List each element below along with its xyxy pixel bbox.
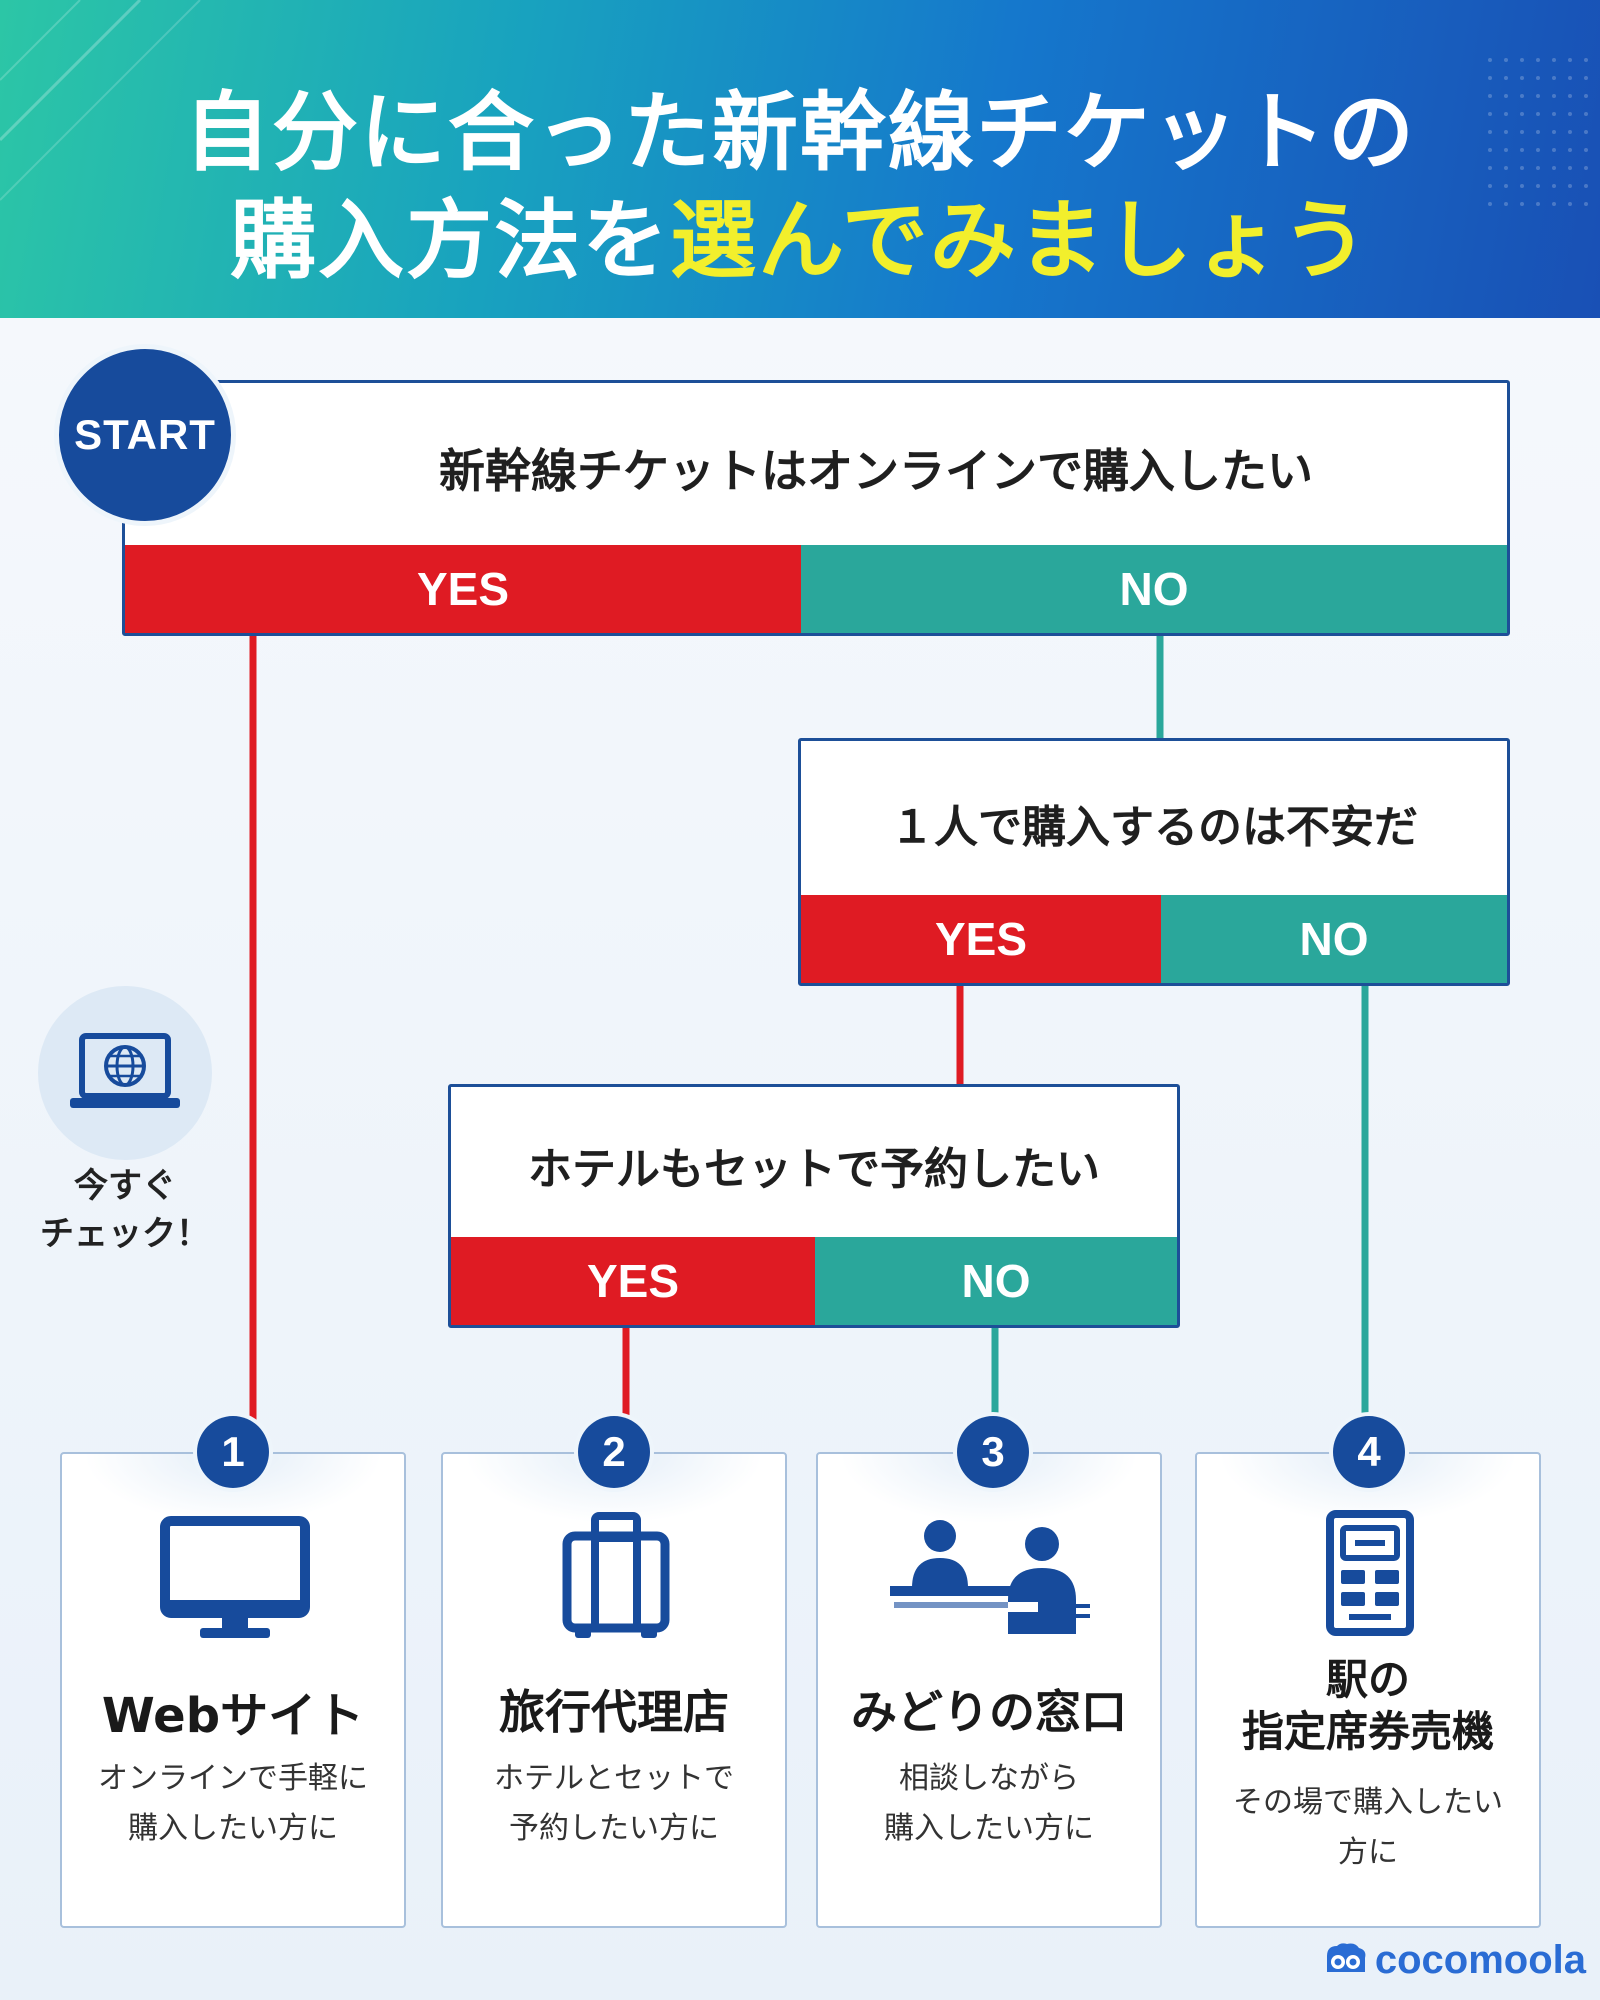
result-title: 旅行代理店 <box>499 1685 729 1739</box>
start-badge: START <box>54 344 236 526</box>
answer-yes[interactable]: YES <box>125 545 801 633</box>
title-highlight: 選んでみましょう <box>670 191 1370 291</box>
result-desc-line1: オンラインで手軽に <box>98 1761 368 1796</box>
page-title-line2: 購入方法を選んでみましょう <box>0 170 1600 295</box>
result-card-midori-counter[interactable]: みどりの窓口 相談しながら 購入したい方に <box>816 1452 1162 1928</box>
result-card-travel-agency[interactable]: 旅行代理店 ホテルとセットで 予約したい方に <box>441 1452 787 1928</box>
question-text: １人で購入するのは不安だ <box>890 802 1418 853</box>
suitcase-icon <box>562 1512 670 1638</box>
result-desc-line2: 購入したい方に <box>128 1811 338 1846</box>
result-desc-line1: ホテルとセットで <box>494 1761 734 1796</box>
monitor-icon <box>160 1516 310 1638</box>
header-banner: 自分に合った新幹線チケットの 購入方法を選んでみましょう <box>0 0 1600 318</box>
answer-no[interactable]: NO <box>801 545 1507 633</box>
question-hotel: ホテルもセットで予約したい YES NO <box>448 1084 1180 1328</box>
question-anxious: １人で購入するのは不安だ YES NO <box>798 738 1510 986</box>
result-desc: その場で購入したい 方に <box>1197 1778 1539 1878</box>
result-card-ticket-machine[interactable]: 駅の 指定席券売機 その場で購入したい 方に <box>1195 1452 1541 1928</box>
result-desc: ホテルとセットで 予約したい方に <box>443 1754 785 1854</box>
result-card-web[interactable]: Webサイト オンラインで手軽に 購入したい方に <box>60 1452 406 1928</box>
result-desc-line2: 購入したい方に <box>884 1811 1094 1846</box>
result-title: 駅の 指定席券売機 <box>1197 1654 1539 1758</box>
brand-name: cocomoola <box>1374 1937 1586 1982</box>
result-desc-line1: その場で購入したい <box>1233 1785 1503 1820</box>
check-now-text: 今すぐ チェック！ <box>20 1162 230 1258</box>
check-icon-bg <box>38 986 212 1160</box>
page-title-line1: 自分に合った新幹線チケットの <box>184 83 1416 183</box>
answer-no[interactable]: NO <box>1161 895 1507 983</box>
answer-yes[interactable]: YES <box>801 895 1161 983</box>
result-desc: 相談しながら 購入したい方に <box>818 1754 1160 1854</box>
answer-yes[interactable]: YES <box>451 1237 815 1325</box>
result-number-badge: 2 <box>578 1416 650 1488</box>
brand-logo[interactable]: cocomoola <box>1321 1938 1586 1982</box>
laptop-globe-icon <box>70 1033 180 1108</box>
result-title: みどりの窓口 <box>851 1685 1127 1739</box>
check-line2: チェック！ <box>40 1214 210 1254</box>
question-text: ホテルもセットで予約したい <box>528 1144 1100 1195</box>
result-desc-line2: 予約したい方に <box>509 1811 719 1846</box>
title-plain: 購入方法を <box>230 191 671 291</box>
result-number-badge: 1 <box>197 1416 269 1488</box>
result-title: Webサイト <box>101 1688 365 1744</box>
result-number-badge: 4 <box>1333 1416 1405 1488</box>
result-title-line2: 指定席券売機 <box>1241 1707 1494 1756</box>
counter-staff-icon <box>890 1520 1090 1634</box>
result-desc-line1: 相談しながら <box>899 1761 1079 1796</box>
ticket-machine-icon <box>1326 1510 1414 1636</box>
header-decoration <box>0 0 1588 206</box>
question-online: 新幹線チケットはオンラインで購入したい YES NO <box>122 380 1510 636</box>
question-text: 新幹線チケットはオンラインで購入したい <box>439 444 1313 498</box>
check-line1: 今すぐ <box>74 1166 176 1206</box>
result-title-line1: 駅の <box>1325 1655 1410 1704</box>
cocomoola-logo-icon <box>1326 1943 1366 1972</box>
result-number-badge: 3 <box>957 1416 1029 1488</box>
answer-no[interactable]: NO <box>815 1237 1177 1325</box>
result-desc: オンラインで手軽に 購入したい方に <box>62 1754 404 1854</box>
result-desc-line2: 方に <box>1338 1835 1398 1870</box>
